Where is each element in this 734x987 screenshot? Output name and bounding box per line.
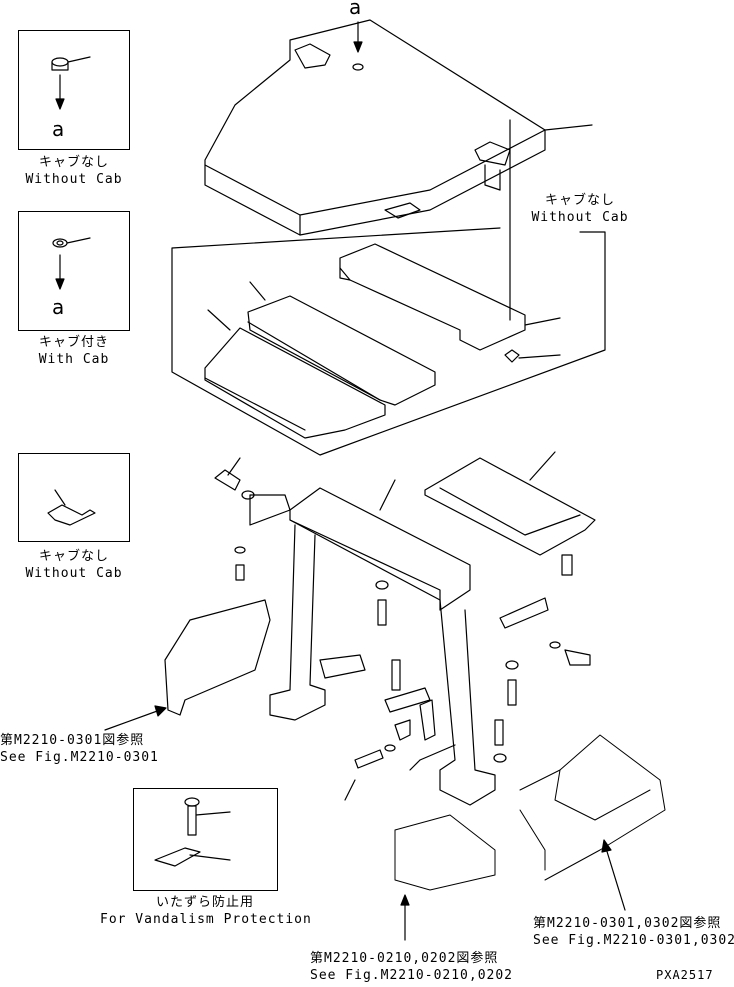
left-cover xyxy=(164,599,271,716)
floor-mats xyxy=(204,243,561,439)
bracket-outline xyxy=(171,227,606,456)
reference-bottom-en: See Fig.M2210-0210,0202 xyxy=(310,968,514,983)
top-marker: a xyxy=(349,0,363,19)
inset1-label-jp: キャブなし xyxy=(38,155,109,170)
inset-without-cab-1 xyxy=(18,30,130,150)
inset-with-cab xyxy=(18,211,130,331)
bracket-label-en: Without Cab xyxy=(531,210,629,225)
bracket-label-jp: キャブなし xyxy=(544,193,615,208)
inset4-label-en: For Vandalism Protection xyxy=(100,912,312,927)
inset3-art xyxy=(47,489,96,526)
arrow-a-icon xyxy=(353,21,363,53)
seat-plate xyxy=(424,451,596,556)
inset2-label-jp: キャブ付き xyxy=(38,335,109,350)
inset1-marker: a xyxy=(52,117,66,141)
inset2-marker: a xyxy=(52,295,66,319)
inset4-label-jp: いたずら防止用 xyxy=(155,895,254,910)
reference-bottom-jp: 第M2210-0210,0202図参照 xyxy=(310,951,499,966)
reference-arrows xyxy=(104,705,626,941)
reference-left-en: See Fig.M2210-0301 xyxy=(0,750,159,765)
inset2-art xyxy=(52,237,91,290)
inset3-label-en: Without Cab xyxy=(25,566,123,581)
bolts-washers xyxy=(214,457,591,769)
inset2-label-en: With Cab xyxy=(38,352,110,367)
inset-without-cab-2 xyxy=(18,453,130,542)
reference-left-jp: 第M2210-0301図参照 xyxy=(0,733,145,748)
body-reference xyxy=(394,734,666,891)
inset1-art xyxy=(51,56,91,110)
floor-plate xyxy=(204,19,593,236)
reference-right-jp: 第M2210-0301,0302図参照 xyxy=(533,916,722,931)
inset1-label-en: Without Cab xyxy=(25,172,123,187)
inset-vandalism xyxy=(133,788,278,891)
reference-right-en: See Fig.M2210-0301,0302 xyxy=(533,933,734,948)
drawing-code: PXA2517 xyxy=(656,968,714,982)
inset4-art xyxy=(154,797,231,867)
rops-frame xyxy=(269,479,496,806)
inset3-label-jp: キャブなし xyxy=(38,549,109,564)
